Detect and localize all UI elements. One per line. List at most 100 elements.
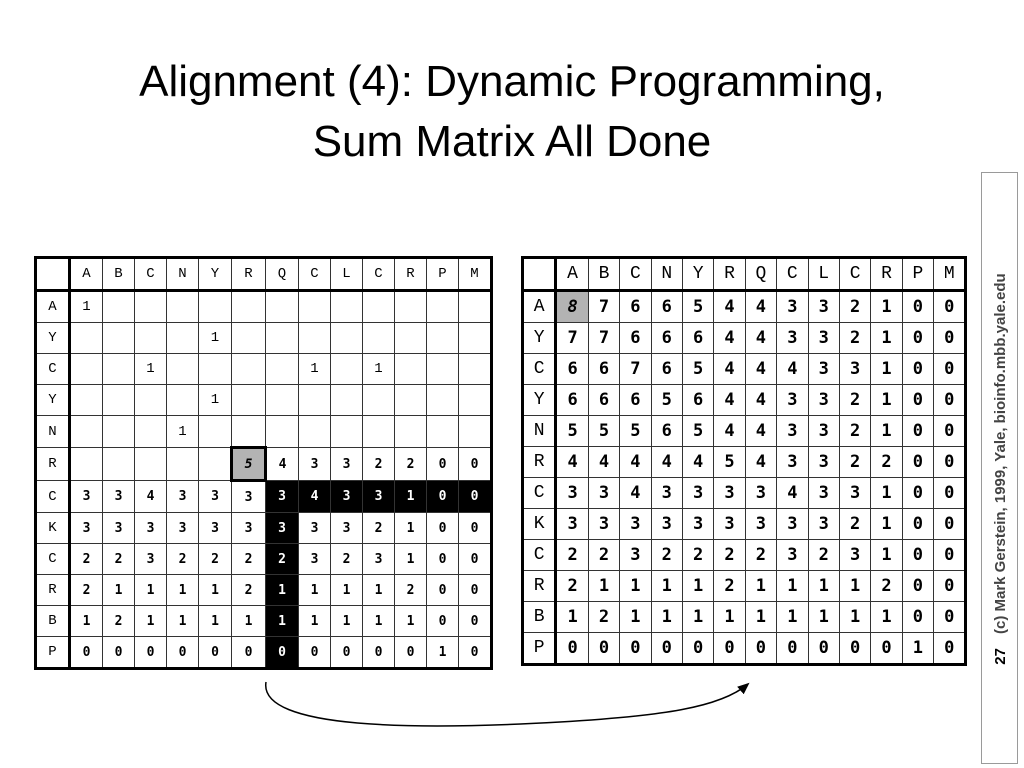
matrix-cell: 2 bbox=[838, 290, 872, 323]
matrix-cell: 0 bbox=[102, 636, 135, 669]
col-header: R bbox=[713, 257, 746, 292]
matrix-cell: 3 bbox=[776, 290, 809, 323]
matrix-cell: 2 bbox=[102, 543, 135, 575]
matrix-cell: 0 bbox=[776, 632, 809, 665]
matrix-cell: 0 bbox=[933, 353, 967, 385]
row-header: N bbox=[521, 415, 558, 447]
matrix-cell: 0 bbox=[426, 447, 459, 481]
col-header: C bbox=[362, 257, 395, 292]
matrix-cell: 0 bbox=[458, 605, 492, 637]
matrix-cell: 1 bbox=[394, 605, 427, 637]
matrix-cell: 1 bbox=[69, 290, 103, 323]
matrix-cell: 0 bbox=[838, 632, 872, 665]
matrix-cell: 8 bbox=[555, 290, 589, 323]
matrix-cell: 1 bbox=[166, 574, 199, 606]
matrix-cell: 1 bbox=[134, 605, 167, 637]
matrix-cell: 0 bbox=[933, 477, 967, 509]
matrix-cell: 6 bbox=[555, 384, 589, 416]
matrix-cell: 0 bbox=[870, 632, 903, 665]
matrix-cell: 0 bbox=[330, 636, 363, 669]
matrix-cell: 1 bbox=[198, 574, 232, 606]
matrix-cell: 6 bbox=[650, 322, 683, 354]
col-header: M bbox=[458, 257, 492, 292]
matrix-cell: 2 bbox=[713, 539, 746, 571]
matrix-cell: 1 bbox=[555, 601, 589, 633]
matrix-cell: 6 bbox=[681, 384, 715, 416]
matrix-cell: 3 bbox=[166, 512, 199, 544]
corner-cell bbox=[521, 257, 558, 292]
matrix-cell: 2 bbox=[838, 446, 872, 478]
matrix-cell: 1 bbox=[807, 601, 840, 633]
matrix-cell: 2 bbox=[362, 512, 395, 544]
matrix-cell: 1 bbox=[681, 601, 715, 633]
col-header: L bbox=[807, 257, 840, 292]
matrix-cell: 0 bbox=[458, 512, 492, 544]
matrix-cell: 1 bbox=[362, 574, 395, 606]
matrix-cell bbox=[298, 322, 331, 354]
matrix-cell: 5 bbox=[713, 446, 746, 478]
matrix-cell bbox=[458, 290, 492, 323]
matrix-cell: 6 bbox=[619, 290, 652, 323]
row-header: N bbox=[35, 415, 71, 448]
matrix-cell: 4 bbox=[744, 322, 778, 354]
row-header: R bbox=[521, 446, 558, 478]
matrix-cell: 1 bbox=[362, 353, 395, 385]
matrix-cell bbox=[458, 384, 492, 416]
matrix-cell: 0 bbox=[901, 601, 935, 633]
matrix-cell: 1 bbox=[901, 632, 935, 665]
matrix-cell: 4 bbox=[298, 480, 331, 513]
matrix-cell: 3 bbox=[776, 539, 809, 571]
matrix-cell: 0 bbox=[901, 322, 935, 354]
col-header: R bbox=[870, 257, 903, 292]
matrix-cell: 3 bbox=[807, 322, 840, 354]
matrix-cell: 3 bbox=[807, 446, 840, 478]
col-header: P bbox=[426, 257, 459, 292]
row-header: C bbox=[521, 539, 558, 571]
col-header: Y bbox=[198, 257, 232, 292]
corner-cell bbox=[35, 257, 71, 292]
col-header: B bbox=[587, 257, 621, 292]
matrix-cell: 6 bbox=[555, 353, 589, 385]
matrix-cell bbox=[458, 415, 492, 448]
matrix-cell: 4 bbox=[744, 384, 778, 416]
matrix-cell: 2 bbox=[265, 543, 299, 575]
matrix-cell: 3 bbox=[102, 480, 135, 513]
title-line-1: Alignment (4): Dynamic Programming, bbox=[139, 57, 885, 106]
matrix-cell: 1 bbox=[776, 570, 809, 602]
matrix-cell bbox=[394, 322, 427, 354]
matrix-cell: 3 bbox=[776, 508, 809, 540]
matrix-cell: 1 bbox=[870, 539, 903, 571]
matrix-cell: 0 bbox=[933, 415, 967, 447]
col-header: N bbox=[650, 257, 683, 292]
matrix-cell bbox=[265, 353, 299, 385]
row-header: P bbox=[35, 636, 71, 669]
matrix-cell: 1 bbox=[650, 570, 683, 602]
matrix-cell: 3 bbox=[838, 353, 872, 385]
matrix-cell: 3 bbox=[681, 508, 715, 540]
matrix-cell: 1 bbox=[870, 384, 903, 416]
matrix-cell: 3 bbox=[619, 508, 652, 540]
col-header: A bbox=[69, 257, 103, 292]
matrix-cell bbox=[102, 384, 135, 416]
matrix-cell: 1 bbox=[298, 605, 331, 637]
matrix-cell: 0 bbox=[69, 636, 103, 669]
matrix-cell bbox=[102, 290, 135, 323]
row-header: P bbox=[521, 632, 558, 665]
matrix-cell: 4 bbox=[265, 447, 299, 481]
row-header: C bbox=[35, 543, 71, 575]
matrix-cell bbox=[394, 384, 427, 416]
